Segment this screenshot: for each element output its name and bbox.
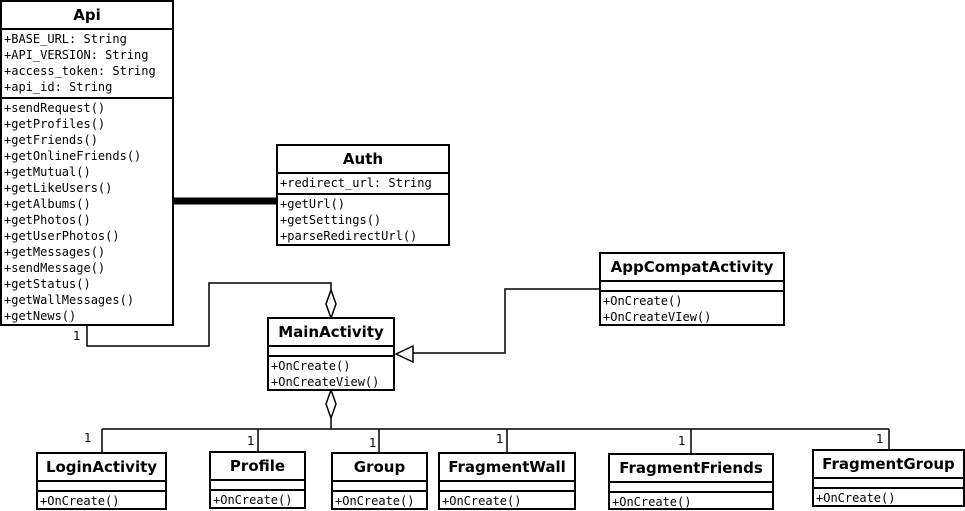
operations-compartment: +OnCreate() bbox=[610, 493, 772, 510]
operation-line: +getUrl() bbox=[280, 197, 346, 211]
operation-line: +OnCreate() bbox=[40, 494, 120, 508]
multiplicity-fragmentwall: 1 bbox=[496, 432, 504, 446]
operations-compartment: +OnCreate() bbox=[38, 492, 165, 509]
operation-line: +getFriends() bbox=[4, 133, 98, 147]
class-name: MainActivity bbox=[269, 319, 393, 347]
operation-line: +getProfiles() bbox=[4, 117, 106, 131]
operation-line: +getSettings() bbox=[280, 213, 382, 227]
class-name: Profile bbox=[211, 453, 304, 481]
class-profile[interactable]: Profile +OnCreate() bbox=[209, 451, 306, 509]
multiplicity-api-main: 1 bbox=[73, 329, 81, 343]
attributes-compartment: +BASE_URL: String +API_VERSION: String +ac… bbox=[2, 30, 172, 99]
attributes-compartment bbox=[211, 481, 304, 491]
attributes-compartment bbox=[440, 482, 574, 492]
multiplicity-profile: 1 bbox=[247, 434, 255, 448]
class-name: Api bbox=[2, 2, 172, 30]
operation-line: +parseRedirectUrl() bbox=[280, 229, 418, 243]
class-name: FragmentFriends bbox=[610, 455, 772, 483]
attributes-compartment bbox=[38, 482, 165, 492]
class-fragmentwall[interactable]: FragmentWall +OnCreate() bbox=[438, 452, 576, 510]
operation-line: +OnCreate() bbox=[335, 494, 415, 508]
operation-line: +OnCreateView() bbox=[271, 375, 380, 389]
class-fragmentfriends[interactable]: FragmentFriends +OnCreate() bbox=[608, 453, 774, 510]
attribute-line: +redirect_url: String bbox=[280, 176, 432, 190]
operation-line: +OnCreate() bbox=[816, 491, 896, 505]
operation-line: +getMutual() bbox=[4, 165, 91, 179]
operation-line: +OnCreateVIew() bbox=[603, 310, 712, 324]
multiplicity-group: 1 bbox=[369, 436, 377, 450]
generalization-arrowhead bbox=[394, 344, 414, 364]
operation-line: +getPhotos() bbox=[4, 213, 91, 227]
operations-compartment: +sendRequest() +getProfiles() +getFriends(… bbox=[2, 99, 172, 324]
attribute-line: +api_id: String bbox=[4, 80, 113, 94]
operation-line: +OnCreate() bbox=[213, 493, 293, 507]
attribute-line: +access_token: String bbox=[4, 64, 156, 78]
attributes-compartment bbox=[610, 483, 772, 493]
attribute-line: +BASE_URL: String bbox=[4, 32, 127, 46]
aggregation-diamond-top bbox=[325, 287, 337, 321]
operation-line: +OnCreate() bbox=[442, 494, 522, 508]
api-main-aggregation-line bbox=[86, 282, 332, 347]
generalization-line bbox=[413, 288, 600, 354]
class-name: FragmentGroup bbox=[814, 451, 963, 479]
class-appcompatactivity[interactable]: AppCompatActivity +OnCreate() +OnCreateVI… bbox=[599, 252, 785, 326]
operations-compartment: +OnCreate() bbox=[211, 491, 304, 508]
attributes-compartment bbox=[269, 347, 393, 357]
operation-line: +sendMessage() bbox=[4, 261, 106, 275]
operations-compartment: +OnCreate() +OnCreateVIew() bbox=[601, 292, 783, 325]
operation-line: +getMessages() bbox=[4, 245, 106, 259]
operation-line: +OnCreate() bbox=[603, 294, 683, 308]
operation-line: +getNews() bbox=[4, 309, 77, 323]
operations-compartment: +getUrl() +getSettings() +parseRedirectUrl… bbox=[278, 195, 448, 244]
class-mainactivity[interactable]: MainActivity +OnCreate() +OnCreateView() bbox=[267, 317, 395, 391]
operation-line: +OnCreate() bbox=[612, 495, 692, 509]
attributes-compartment bbox=[333, 482, 426, 492]
class-name: LoginActivity bbox=[38, 454, 165, 482]
operation-line: +getLikeUsers() bbox=[4, 181, 113, 195]
operations-compartment: +OnCreate() bbox=[333, 492, 426, 509]
aggregation-diamond-bottom bbox=[325, 387, 337, 421]
class-fragmentgroup[interactable]: FragmentGroup +OnCreate() bbox=[812, 449, 965, 507]
class-loginactivity[interactable]: LoginActivity +OnCreate() bbox=[36, 452, 167, 510]
operations-compartment: +OnCreate() bbox=[814, 489, 963, 506]
class-name: FragmentWall bbox=[440, 454, 574, 482]
class-name: Auth bbox=[278, 146, 448, 174]
attribute-line: +API_VERSION: String bbox=[4, 48, 149, 62]
multiplicity-login: 1 bbox=[84, 431, 92, 445]
class-name: Group bbox=[333, 454, 426, 482]
operation-line: +sendRequest() bbox=[4, 101, 106, 115]
operations-compartment: +OnCreate() +OnCreateView() bbox=[269, 357, 393, 390]
multiplicity-fragmentfriends: 1 bbox=[678, 434, 686, 448]
attributes-compartment bbox=[601, 282, 783, 292]
operation-line: +getStatus() bbox=[4, 277, 91, 291]
operation-line: +getWallMessages() bbox=[4, 293, 135, 307]
operation-line: +getUserPhotos() bbox=[4, 229, 120, 243]
operation-line: +getAlbums() bbox=[4, 197, 91, 211]
class-group[interactable]: Group +OnCreate() bbox=[331, 452, 428, 510]
attributes-compartment: +redirect_url: String bbox=[278, 174, 448, 195]
class-auth[interactable]: Auth +redirect_url: String +getUrl()+get… bbox=[276, 144, 450, 246]
class-api[interactable]: Api +BASE_URL: String +API_VERSION: Strin… bbox=[0, 0, 174, 326]
operation-line: +getOnlineFriends() bbox=[4, 149, 142, 163]
operation-line: +OnCreate() bbox=[271, 359, 351, 373]
multiplicity-fragmentgroup: 1 bbox=[876, 432, 884, 446]
operations-compartment: +OnCreate() bbox=[440, 492, 574, 509]
class-name: AppCompatActivity bbox=[601, 254, 783, 282]
attributes-compartment bbox=[814, 479, 963, 489]
